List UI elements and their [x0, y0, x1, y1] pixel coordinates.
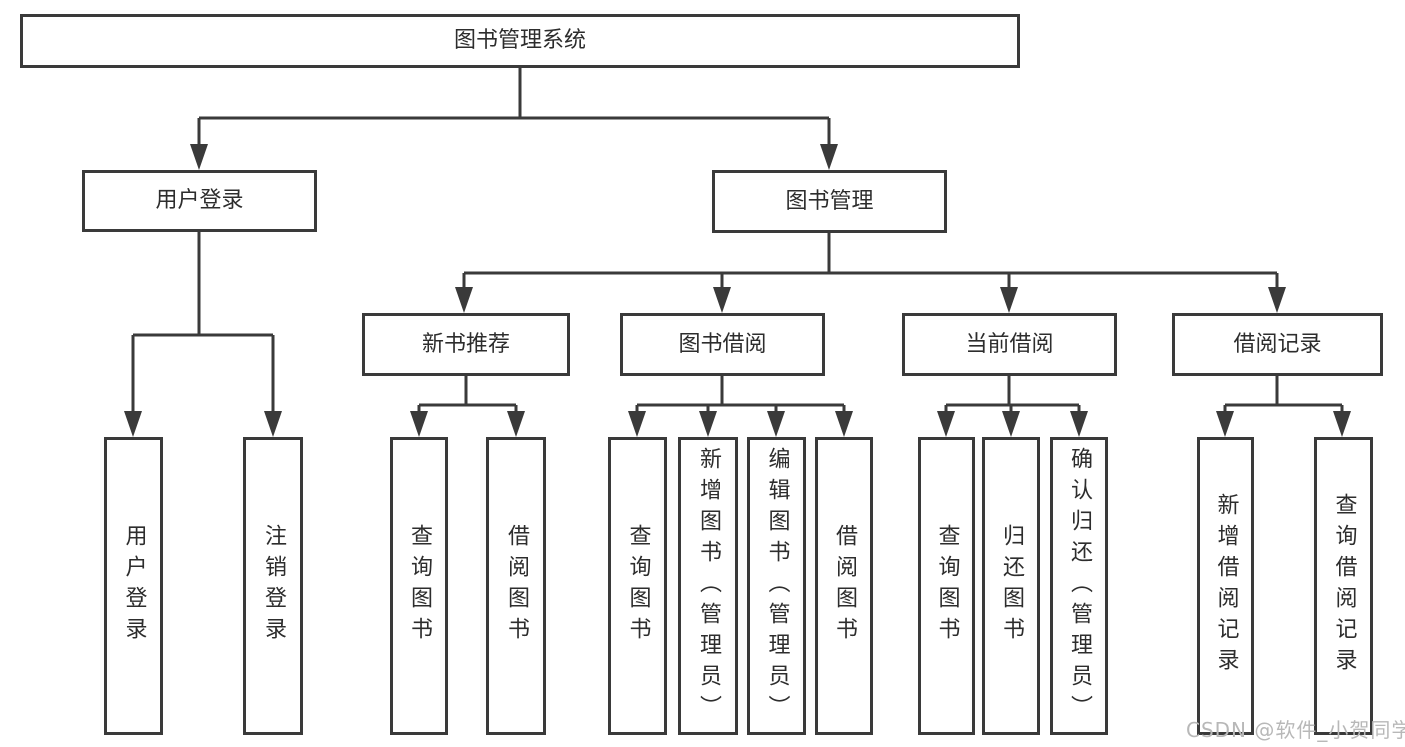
- leaf-return-book: 归还图书: [982, 437, 1040, 735]
- leaf-user-login: 用户登录: [104, 437, 163, 735]
- leaf-logout: 注销登录: [243, 437, 303, 735]
- node-current-borrowing: 当前借阅: [902, 313, 1117, 376]
- node-new-book-recommend: 新书推荐: [362, 313, 570, 376]
- leaf-add-book-admin: 新增图书（管理员）: [678, 437, 738, 735]
- leaf-confirm-return-admin: 确认归还（管理员）: [1050, 437, 1108, 735]
- leaf-query-books-3: 查询图书: [918, 437, 975, 735]
- node-book-borrowing: 图书借阅: [620, 313, 825, 376]
- leaf-add-borrow-record: 新增借阅记录: [1197, 437, 1254, 735]
- csdn-watermark: CSDN @软件_小贺同学: [1186, 718, 1405, 742]
- leaf-borrow-books-2: 借阅图书: [815, 437, 873, 735]
- node-system-root: 图书管理系统: [20, 14, 1020, 68]
- node-borrowing-records: 借阅记录: [1172, 313, 1383, 376]
- leaf-edit-book-admin: 编辑图书（管理员）: [747, 437, 806, 735]
- leaf-query-books-2: 查询图书: [608, 437, 667, 735]
- leaf-borrow-books-1: 借阅图书: [486, 437, 546, 735]
- leaf-query-borrow-record: 查询借阅记录: [1314, 437, 1373, 735]
- node-user-login: 用户登录: [82, 170, 317, 232]
- leaf-query-books-1: 查询图书: [390, 437, 448, 735]
- node-book-management: 图书管理: [712, 170, 947, 233]
